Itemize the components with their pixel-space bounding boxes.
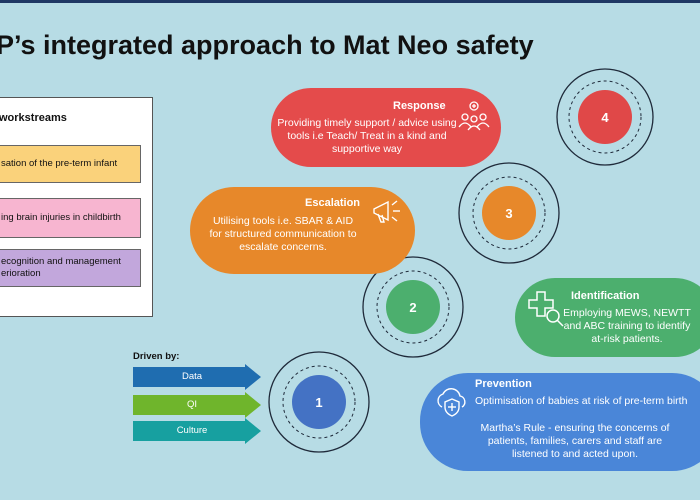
- workstreams-panel: workstreams sation of the pre-term infan…: [0, 97, 153, 317]
- driver-arrow-qi: QI: [133, 392, 261, 418]
- ring-dashed-2: [376, 270, 450, 344]
- prevention-bg: [420, 373, 700, 471]
- driven-by-label: Driven by:: [133, 351, 180, 362]
- ring-outer-3: [458, 162, 560, 264]
- escalation-bg: [190, 187, 415, 274]
- people-group-icon: [458, 101, 490, 131]
- ring-dashed-3: [472, 176, 546, 250]
- response-bg: [271, 88, 501, 167]
- escalation-card: Escalation Utilising tools i.e. SBAR & A…: [190, 187, 415, 274]
- driver-arrow-culture: Culture: [133, 418, 261, 444]
- ring-dashed-1: [282, 365, 356, 439]
- identification-bg: [515, 278, 700, 357]
- ring-outer-2: [362, 256, 464, 358]
- top-border: [0, 0, 700, 3]
- identification-heading: Identification: [571, 290, 640, 302]
- step-circle-3: 3: [482, 186, 536, 240]
- cloud-shield-icon: [437, 388, 466, 417]
- identification-text: Employing MEWS, NEWTT and ABC training t…: [563, 307, 691, 345]
- megaphone-icon: [373, 200, 400, 223]
- response-text: Providing timely support / advice using …: [277, 117, 457, 155]
- ring-outer-1: [268, 351, 370, 453]
- workstreams-heading: workstreams: [0, 112, 67, 124]
- response-card: Response Providing timely support / advi…: [271, 88, 501, 167]
- prevention-card: Prevention Optimisation of babies at ris…: [420, 373, 700, 471]
- step-circle-4: 4: [578, 90, 632, 144]
- prevention-text-2: Martha’s Rule - ensuring the concerns of…: [480, 422, 670, 460]
- step-circle-2: 2: [386, 280, 440, 334]
- workstream-deterioration: ecognition and management erioration: [0, 249, 141, 287]
- driver-arrow-data: Data: [133, 364, 261, 390]
- page-title: P’s integrated approach to Mat Neo safet…: [0, 30, 534, 60]
- workstream-preterm: sation of the pre-term infant: [0, 145, 141, 183]
- escalation-heading: Escalation: [305, 197, 361, 209]
- step-circle-1: 1: [292, 375, 346, 429]
- ring-dashed-4: [568, 80, 642, 154]
- response-heading: Response: [393, 100, 446, 112]
- escalation-text: Utilising tools i.e. SBAR & AID for stru…: [209, 215, 357, 253]
- identification-card: Identification Employing MEWS, NEWTT and…: [515, 278, 700, 357]
- ring-outer-4: [556, 68, 654, 166]
- workstream-brain-injuries: ing brain injuries in childbirth: [0, 198, 141, 238]
- prevention-heading: Prevention: [475, 378, 532, 390]
- medical-search-icon: [528, 291, 564, 327]
- prevention-text-1: Optimisation of babies at risk of pre-te…: [475, 395, 688, 407]
